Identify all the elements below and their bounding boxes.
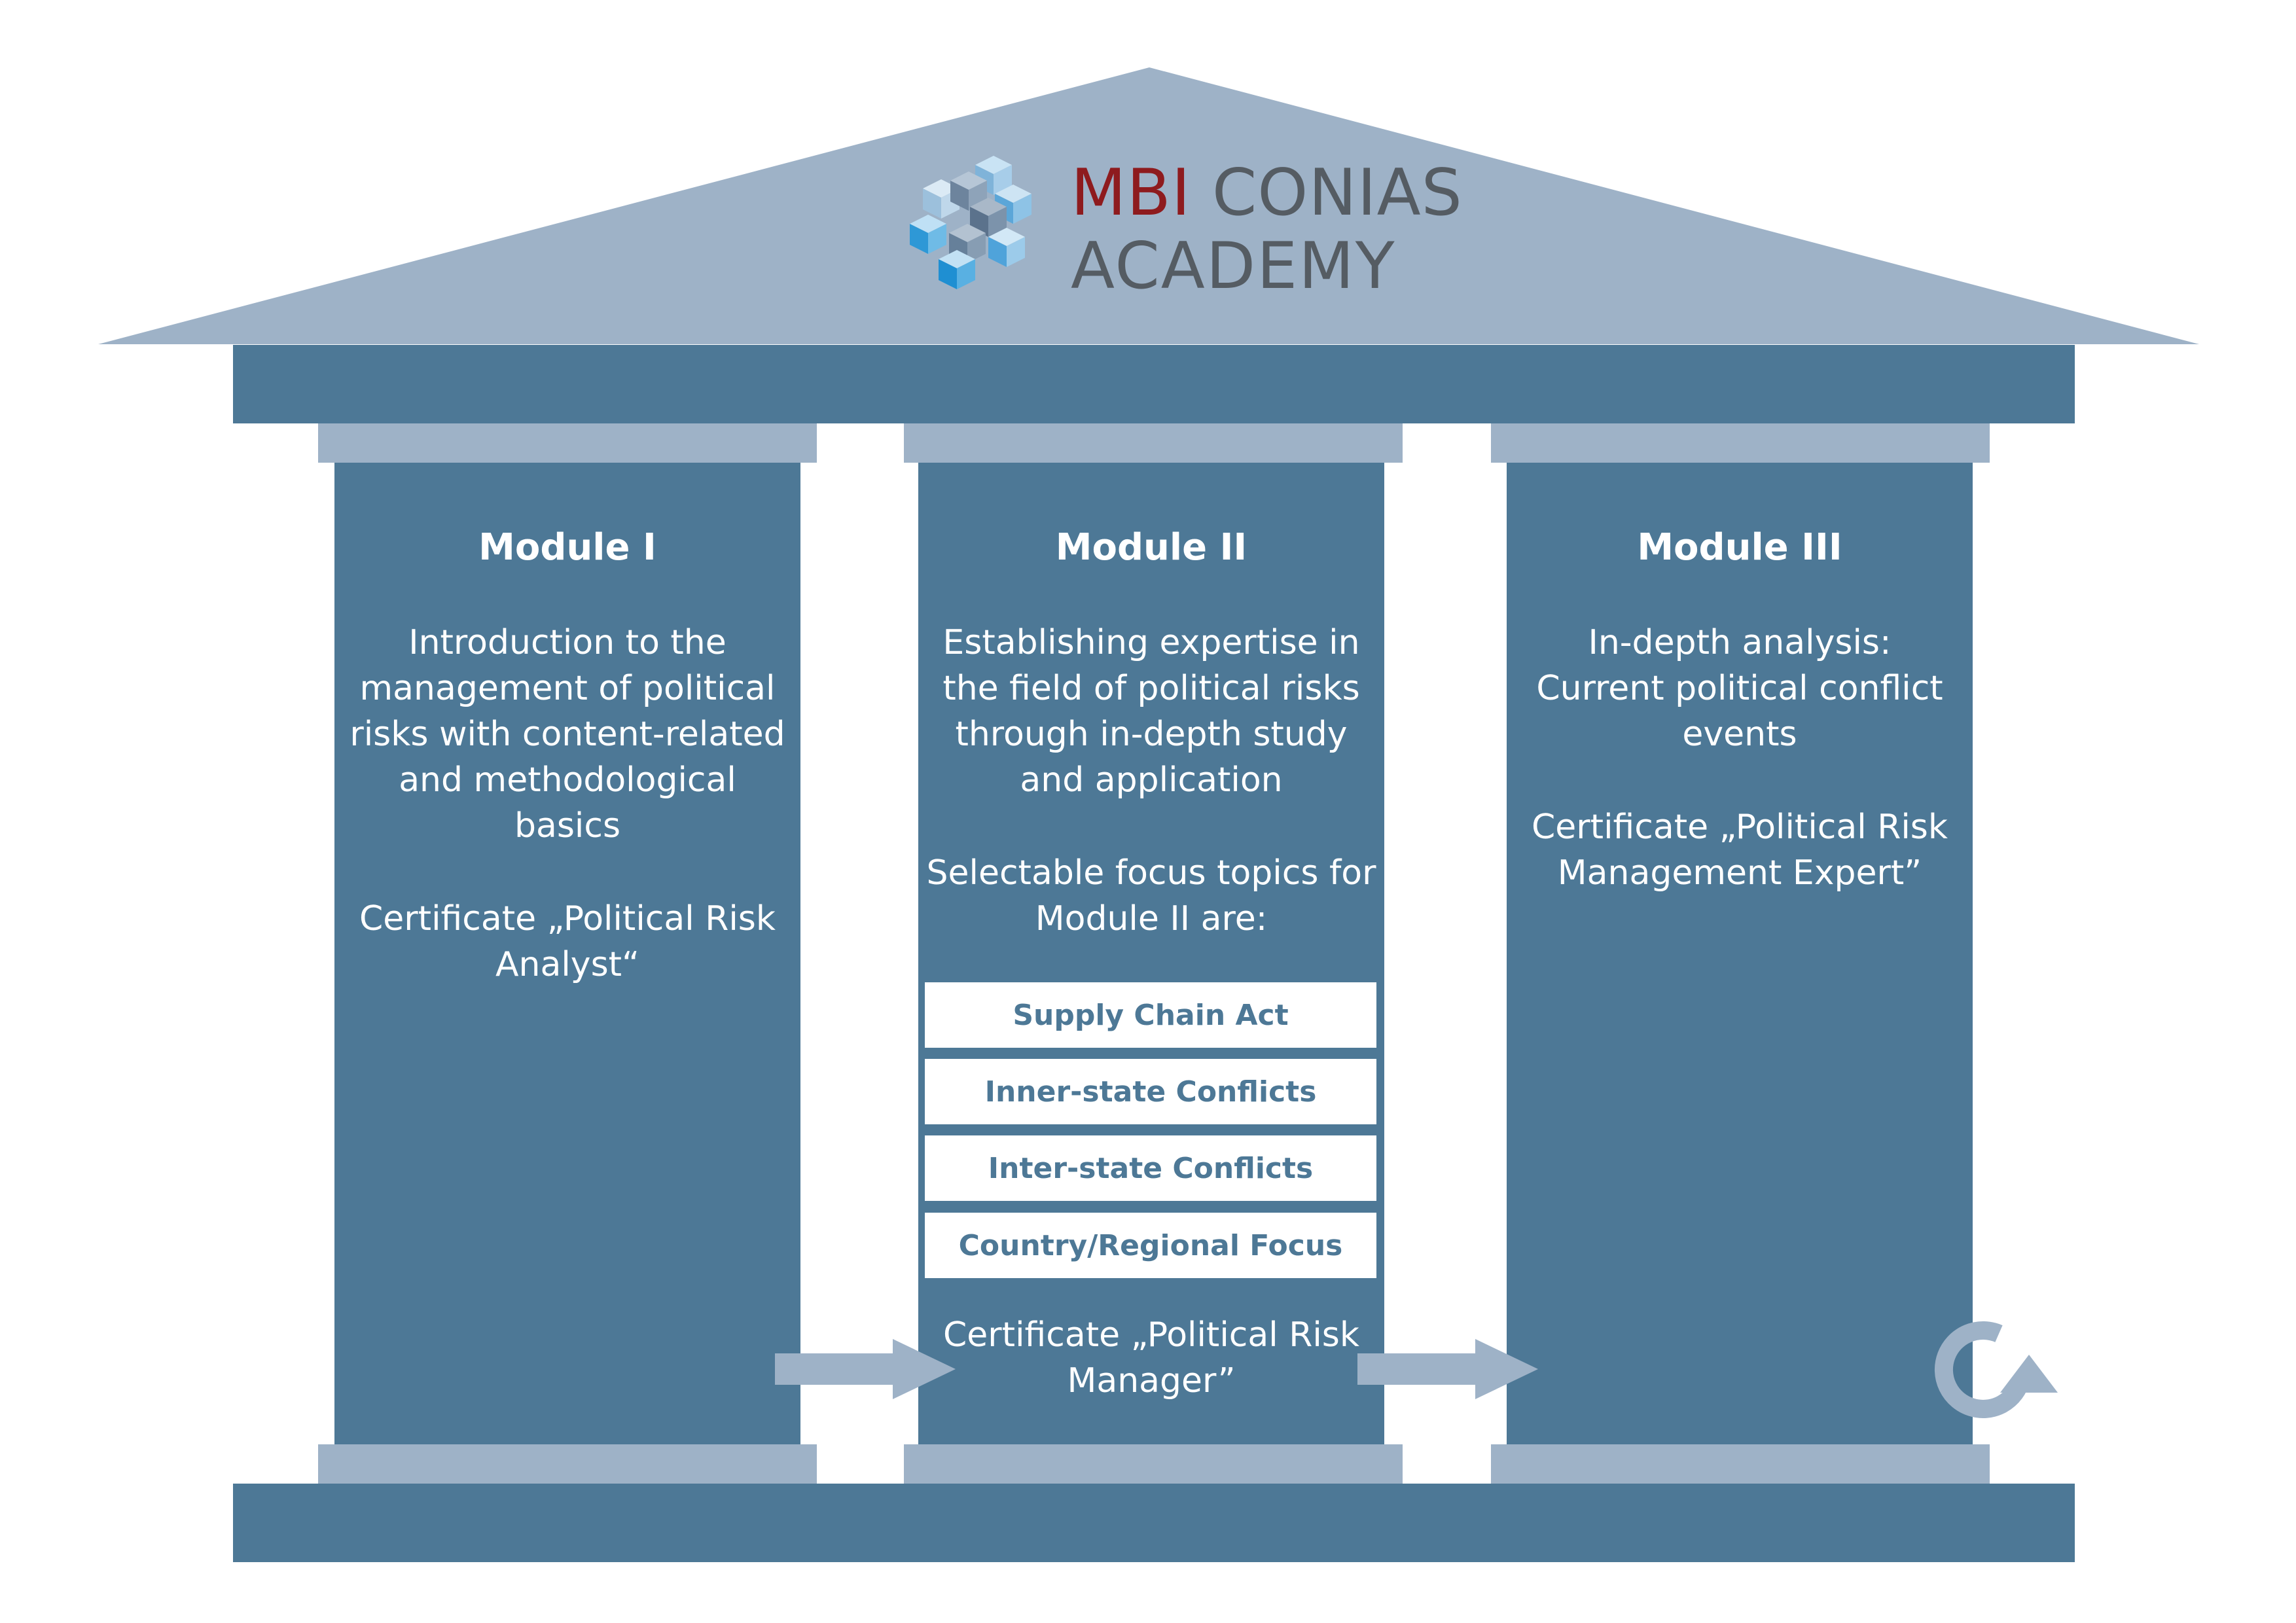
refresh-cycle-icon [1934,1321,2058,1418]
module-certificate: Certificate „Political Risk Management E… [1532,808,1948,893]
column-base-2 [904,1444,1403,1484]
logo-brand-red: MBI [1071,156,1191,230]
right-arrow-icon [775,1339,956,1399]
module-description: In-depth analysis: Current political con… [1536,623,1943,754]
column-capital-1 [318,423,817,463]
module-column-2: Module II Establishing expertise in the … [918,463,1384,1444]
column-capital-3 [1491,423,1990,463]
focus-topic-supply-chain: Supply Chain Act [925,982,1376,1048]
module-title: Module I [478,526,656,569]
entablature-beam [233,345,2075,423]
logo-wordmark: MBI CONIAS [1071,157,1463,229]
focus-topic-country-regional: Country/Regional Focus [925,1213,1376,1278]
column-base-1 [318,1444,817,1484]
module-title: Module II [1055,526,1247,569]
column-base-3 [1491,1444,1990,1484]
module-certificate: Certificate „Political Risk Manager” [943,1315,1359,1400]
right-arrow-icon [1357,1339,1538,1399]
focus-topic-inner-state: Inner-state Conflicts [925,1059,1376,1124]
foundation-base [233,1484,2075,1562]
module-description: Introduction to the management of politi… [350,623,785,846]
logo-academy: ACADEMY [1071,229,1396,304]
focus-topics-intro: Selectable focus topics for Module II ar… [926,853,1376,938]
focus-topic-inter-state: Inter-state Conflicts [925,1135,1376,1201]
module-certificate: Certificate „Political Risk Analyst“ [359,899,776,984]
module-column-1: Module I Introduction to the management … [334,463,800,1444]
cube-cluster-icon [910,156,1031,289]
logo-brand-gray: CONIAS [1211,156,1463,230]
module-title: Module III [1637,526,1842,569]
module-column-3: Module III In-depth analysis: Current po… [1507,463,1973,1444]
module-description: Establishing expertise in the field of p… [942,623,1360,800]
column-capital-2 [904,423,1403,463]
